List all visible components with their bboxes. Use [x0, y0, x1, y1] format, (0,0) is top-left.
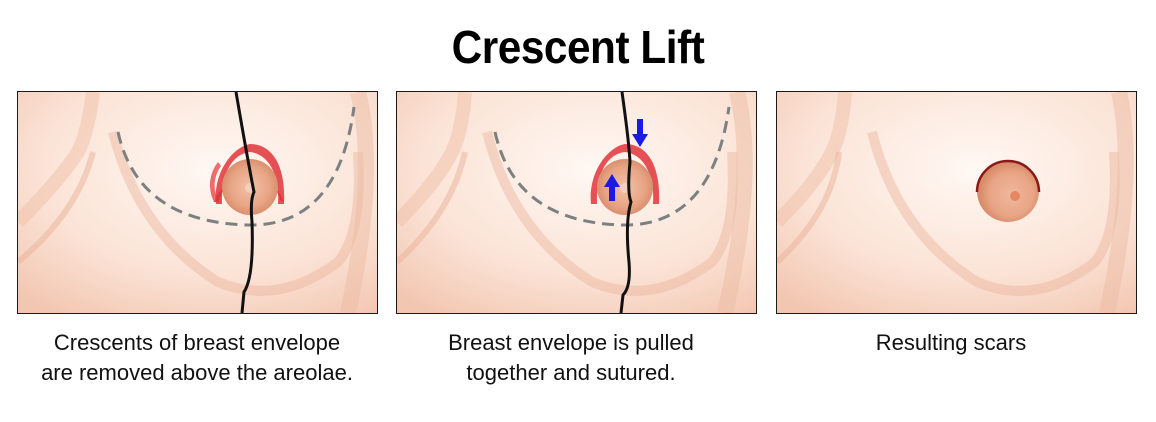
midline-incision-line: [234, 92, 256, 313]
areola: [977, 160, 1039, 222]
suture-illustration: [397, 92, 756, 313]
arrow-down-icon: [632, 119, 648, 147]
caption-line: together and sutured.: [466, 360, 676, 385]
caption-line: Resulting scars: [875, 330, 1027, 355]
panel-step-2: [396, 91, 757, 314]
caption-step-2: Breast envelope is pulled together and s…: [381, 328, 761, 388]
caption-line: Crescents of breast envelope: [53, 330, 341, 355]
crescent-excision: [590, 144, 660, 204]
caption-step-3: Resulting scars: [761, 328, 1141, 358]
crescent-removal-illustration: [18, 92, 377, 313]
scar-line: [975, 159, 1041, 193]
panel-step-1: [17, 91, 378, 314]
dashed-contour-line: [116, 106, 356, 227]
diagram-title: Crescent Lift: [451, 21, 705, 73]
midline-incision-line: [619, 92, 633, 313]
dashed-contour-line: [493, 106, 731, 227]
caption-line: are removed above the areolae.: [41, 360, 353, 385]
arrow-up-icon: [604, 174, 620, 201]
caption-step-1: Crescents of breast envelope are removed…: [7, 328, 387, 388]
resulting-scar-illustration: [777, 92, 1136, 313]
panel-step-3: [776, 91, 1137, 314]
caption-line: Breast envelope is pulled: [448, 330, 694, 355]
